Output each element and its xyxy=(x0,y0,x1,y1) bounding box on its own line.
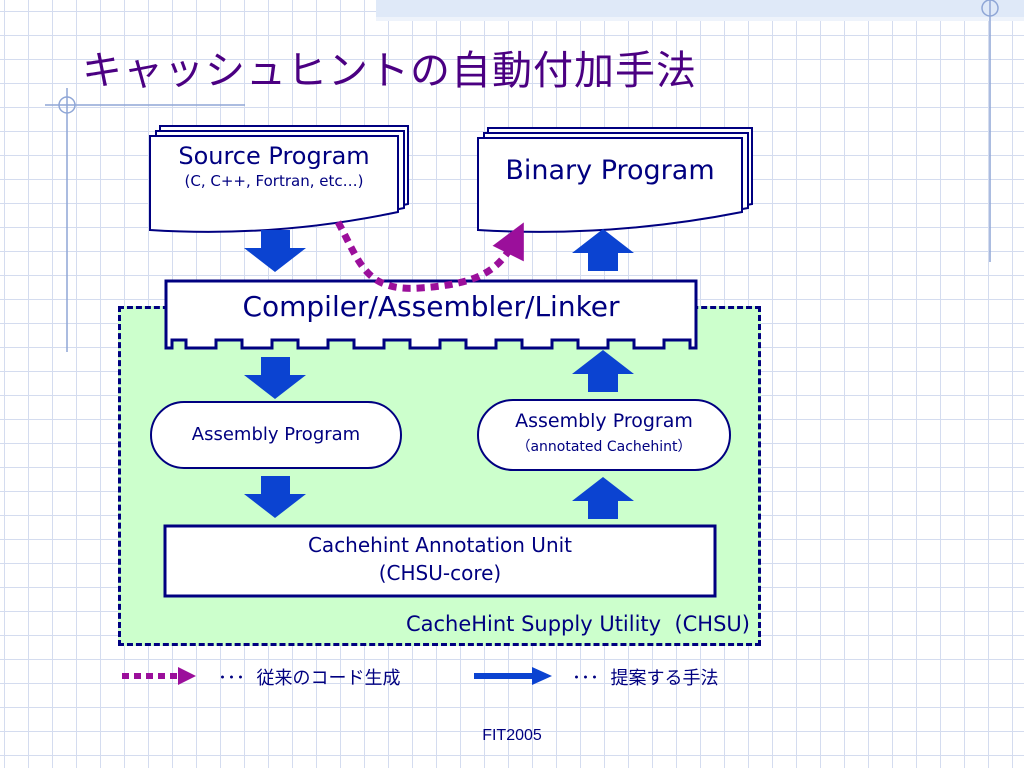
decor-circle-right xyxy=(981,0,999,17)
slide-footer: FIT2005 xyxy=(482,727,542,744)
arrow-up-binary xyxy=(572,229,634,271)
assembly-right-title: Assembly Program xyxy=(515,410,693,432)
source-program-doc xyxy=(149,125,409,233)
annotation-unit-box xyxy=(163,524,717,598)
compiler-label: Compiler/Assembler/Linker xyxy=(242,290,620,323)
compiler-box xyxy=(164,279,698,350)
assembly-left-label: Assembly Program xyxy=(191,424,361,445)
source-program-title: Source Program xyxy=(178,142,370,170)
arrow-down-assembly xyxy=(244,476,306,518)
assembly-left-shape xyxy=(150,401,402,469)
slide-title: キャッシュヒントの自動付加手法 xyxy=(82,48,697,94)
conventional-path-arrow xyxy=(334,220,524,292)
annotation-unit-line2: (CHSU-core) xyxy=(378,561,502,585)
chsu-label: CacheHint Supply Utility (CHSU) xyxy=(405,612,750,636)
legend-conventional-text: ･･･ 従来のコード生成 xyxy=(218,668,401,689)
legend-dotted-arrowhead xyxy=(178,667,196,685)
arrow-down-compiler xyxy=(244,357,306,399)
assembly-right: Assembly Program （annotated Cachehint） xyxy=(478,410,730,456)
source-program: Source Program (C, C++, Fortran, etc…) xyxy=(150,142,398,190)
binary-program-doc xyxy=(477,127,753,233)
annotation-unit-line1: Cachehint Annotation Unit xyxy=(307,533,573,557)
arrow-up-compiler xyxy=(572,350,634,392)
binary-program: Binary Program xyxy=(478,155,742,186)
annotation-unit: Cachehint Annotation Unit (CHSU-core) xyxy=(165,533,715,585)
top-decor-stripe xyxy=(376,17,1024,21)
legend-proposed-text: ･･･ 提案する手法 xyxy=(572,668,719,689)
arrow-up-assembly xyxy=(572,477,634,519)
assembly-right-subtitle: （annotated Cachehint） xyxy=(516,439,692,455)
arrow-down-source xyxy=(244,230,306,272)
decor-circle-left xyxy=(58,96,76,114)
legend-solid-arrowhead xyxy=(532,667,552,685)
binary-program-title: Binary Program xyxy=(505,155,715,186)
source-program-subtitle: (C, C++, Fortran, etc…) xyxy=(184,172,364,190)
assembly-right-shape xyxy=(477,399,731,471)
